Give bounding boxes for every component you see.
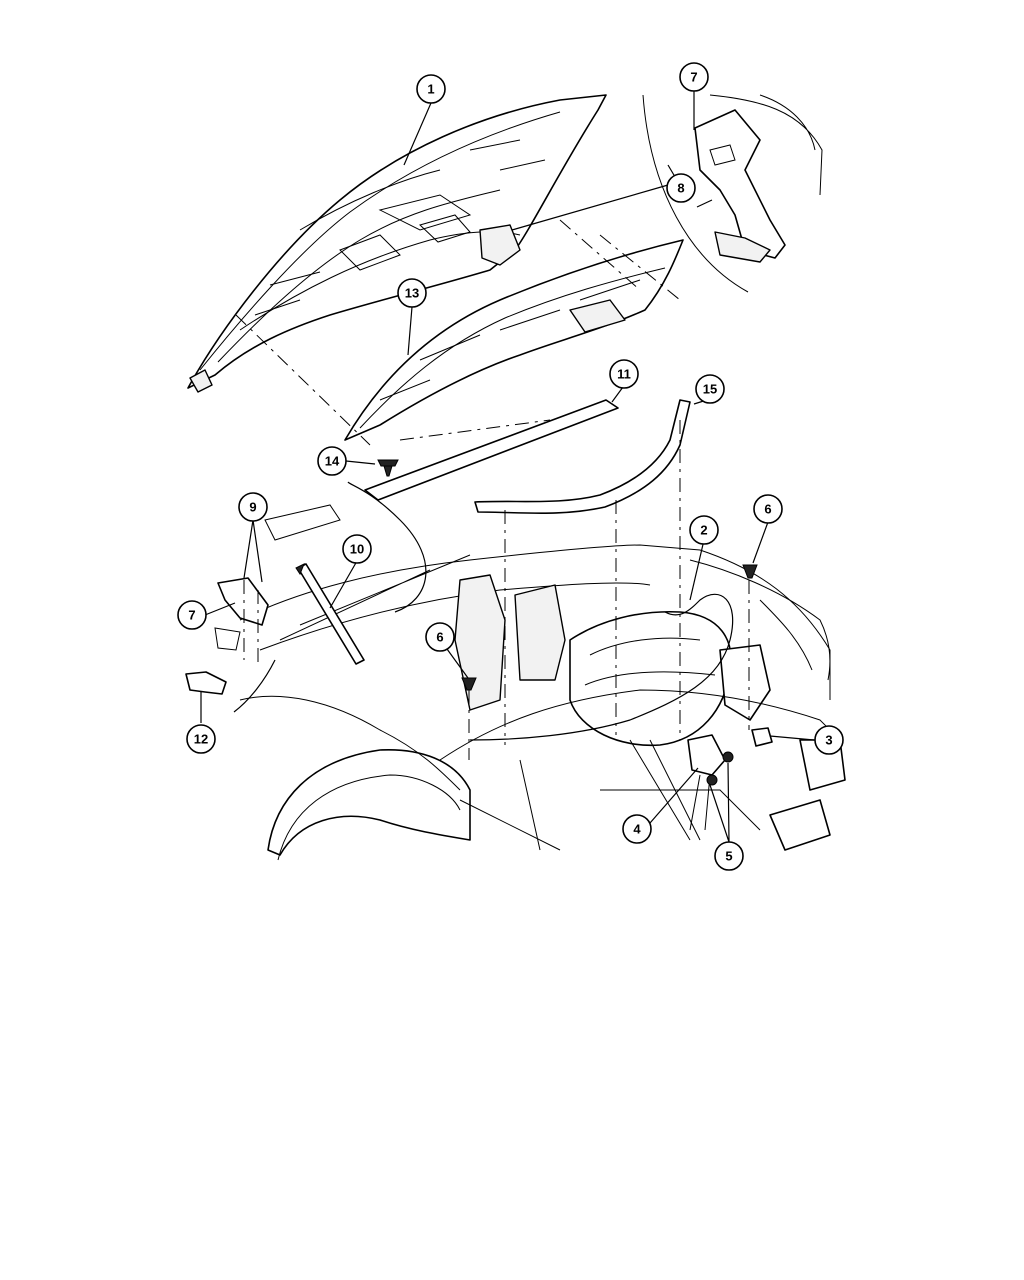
push-pin-clip (461, 564, 758, 691)
callout-7-bottom: 7 (177, 600, 207, 630)
hood-release-handle (185, 671, 227, 695)
callout-12: 12 (186, 724, 216, 754)
callout-label: 3 (825, 733, 832, 748)
callout-10: 10 (342, 534, 372, 564)
engine-compartment (239, 544, 846, 861)
callout-label: 8 (677, 181, 684, 196)
hood-bumper (706, 751, 734, 786)
callout-label: 4 (633, 822, 641, 837)
callout-7-top: 7 (679, 62, 709, 92)
callout-15: 15 (695, 374, 725, 404)
callout-label: 1 (427, 82, 434, 97)
callout-2: 2 (689, 515, 719, 545)
callout-label: 11 (617, 367, 631, 382)
callout-label: 13 (405, 286, 419, 301)
callout-8: 8 (666, 173, 696, 203)
callout-label: 7 (188, 608, 195, 623)
callout-label: 7 (690, 70, 697, 85)
callout-label: 2 (700, 523, 707, 538)
push-pin-fastener (377, 459, 399, 477)
callout-label: 6 (764, 502, 771, 517)
hood-latch (687, 734, 726, 831)
hood-release-cable (233, 481, 734, 741)
hood-hinge (214, 504, 341, 651)
latch-bracket (751, 727, 773, 747)
callout-label: 5 (725, 849, 732, 864)
callout-5: 5 (714, 841, 744, 871)
callout-6-left: 6 (425, 622, 455, 652)
cowl-seal (364, 399, 619, 501)
callout-14: 14 (317, 446, 347, 476)
hood-support-strut (295, 562, 365, 665)
hood-panel (187, 94, 607, 393)
hinge-detail-inset (511, 94, 823, 293)
callout-1: 1 (416, 74, 446, 104)
callout-11: 11 (609, 359, 639, 389)
callout-3: 3 (814, 725, 844, 755)
alignment-lines (235, 219, 750, 760)
callout-9: 9 (238, 492, 268, 522)
callout-4: 4 (622, 814, 652, 844)
callout-label: 14 (325, 454, 340, 469)
callout-label: 12 (194, 732, 208, 747)
callout-label: 15 (703, 382, 717, 397)
callout-label: 9 (249, 500, 256, 515)
hood-silencer-pad (344, 239, 684, 441)
callout-label: 10 (350, 542, 364, 557)
callout-label: 6 (436, 630, 443, 645)
callout-13: 13 (397, 278, 427, 308)
callout-6-right: 6 (753, 494, 783, 524)
hood-to-radiator-seal (474, 399, 691, 515)
